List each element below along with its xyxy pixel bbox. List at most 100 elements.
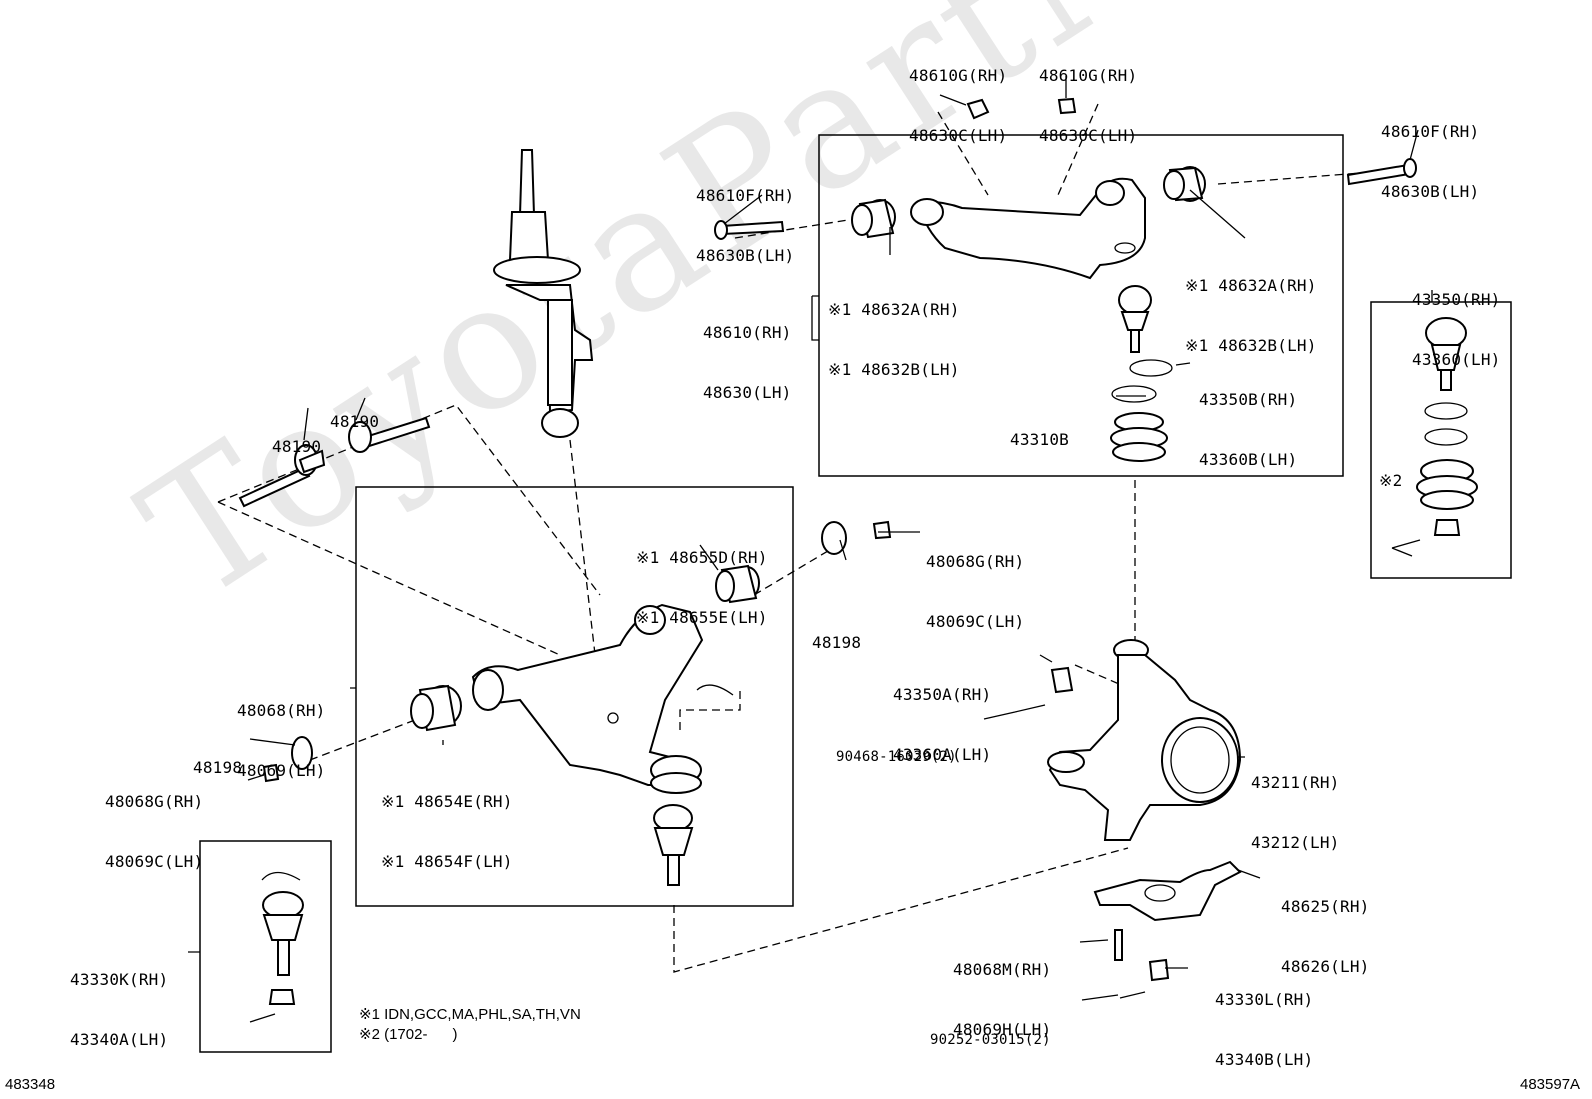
lower-arm-group-box [355,486,794,907]
part-number-lh: 48626(LH) [1281,957,1370,976]
callout-48068g-right: 48068G(RH) 48069C(LH) [926,512,1024,672]
part-number-lh: 48630C(LH) [909,126,1008,145]
callout-48610f-left: 48610F(RH) 48630B(LH) [696,146,794,306]
part-number: 48198 [193,758,243,777]
note-mark: ※2 [1379,471,1403,490]
part-number-lh: 48630C(LH) [1039,126,1138,145]
callout-43350a: 43350A(RH) 43360A(LH) [893,645,991,805]
part-number-rh: ※1 48632A(RH) [1185,276,1317,295]
callout-48632-right: ※1 48632A(RH) ※1 48632B(LH) [1185,236,1317,396]
part-number-rh: 43350B(RH) [1199,390,1298,409]
callout-48625: 48625(RH) 48626(LH) [1281,857,1370,1017]
diagram-code-right: 483597A [1520,1076,1581,1093]
upper-ball-joint-box [1370,301,1512,579]
part-number-rh: 48068(RH) [237,701,326,720]
callout-48610f-top-right: 48610F(RH) 48630B(LH) [1381,82,1479,242]
callout-48198-right: 48198 [812,593,861,693]
callout-note2-mark: ※2 [1379,431,1418,531]
part-number-rh: 48610F(RH) [1381,122,1480,141]
lower-arm-washers-nuts [262,520,892,794]
upper-arm-group-box [818,134,1344,477]
upper-arm-bushing-left [851,198,896,239]
callout-48610g-b: 48610G(RH) 48630C(LH) [1039,26,1137,186]
callout-90252: 90252-03015(2) [930,990,1051,1090]
footnote-2: ※2 (1702- ) [359,1026,458,1043]
lower-arm-bushing-front [410,684,462,732]
part-number: 90252-03015(2) [930,1032,1051,1048]
part-number-lh: ※1 48654F(LH) [381,852,513,871]
part-number: 48190 [330,412,380,431]
part-number-rh: 43211(RH) [1251,773,1340,792]
part-number: 48198 [812,633,862,652]
callout-43330l: 43330L(RH) 43340B(LH) [1215,950,1313,1099]
part-number-lh: 48630(LH) [703,383,792,402]
callout-48610g-a: 48610G(RH) 48630C(LH) [909,26,1007,186]
part-number-rh: ※1 48655D(RH) [636,548,768,567]
diagram-code-left: 483348 [5,1076,56,1093]
callout-43211: 43211(RH) 43212(LH) [1251,733,1340,893]
camber-bolt-1 [238,444,326,508]
callout-90468: 90468-16029(2) [836,707,957,807]
callout-48068g-left: 48068G(RH) 48069C(LH) [105,752,203,912]
part-number-lh: 48069H(LH) [953,1020,1052,1039]
upper-arm-bolts [714,97,1417,240]
callout-48655: ※1 48655D(RH) ※1 48655E(LH) [636,508,768,668]
part-number-lh: 48069(LH) [237,761,326,780]
part-number-lh: 48630B(LH) [1381,182,1480,201]
boxed-lower-ball-joint [249,871,304,1023]
part-number-rh: 48068G(RH) [926,552,1025,571]
callout-48068: 48068(RH) 48069(LH) [237,661,326,821]
part-number-rh: 48610F(RH) [696,186,795,205]
part-number-lh: ※1 48632B(LH) [828,360,960,379]
boxed-ball-joint-stack [1391,317,1478,557]
callout-43350b: 43350B(RH) 43360B(LH) [1199,350,1297,510]
part-number-rh: 48068G(RH) [105,792,204,811]
part-number-rh: 43350(RH) [1412,290,1501,309]
part-number-rh: ※1 48654E(RH) [381,792,513,811]
callout-48610: 48610(RH) 48630(LH) [703,283,792,443]
part-number: 48190 [272,437,322,456]
part-number-lh: 48630B(LH) [696,246,795,265]
callout-48632-left: ※1 48632A(RH) ※1 48632B(LH) [828,260,960,420]
callout-48190-b: 48190 [272,397,321,497]
part-number-lh: 48069C(LH) [105,852,204,871]
part-number-lh: 43360(LH) [1412,350,1501,369]
part-number-lh: 43340A(LH) [70,1030,169,1049]
lower-control-arm [471,603,704,786]
part-number-lh: 43360A(LH) [893,745,992,764]
callout-48068m: 48068M(RH) 48069H(LH) [953,920,1051,1080]
camber-bolt-2 [348,416,431,453]
callout-43330k: 43330K(RH) 43340A(LH) [70,930,168,1090]
part-number-lh: 48069C(LH) [926,612,1025,631]
lower-arm-bushing-rear [715,564,760,604]
part-number-rh: 43330L(RH) [1215,990,1314,1009]
lower-ball-joint [653,804,694,886]
part-number-lh: 43212(LH) [1251,833,1340,852]
part-number-lh: ※1 48632B(LH) [1185,336,1317,355]
callout-48198-left: 48198 [193,718,242,818]
callout-43350-box: 43350(RH) 43360(LH) [1412,250,1501,410]
part-number-rh: ※1 48632A(RH) [828,300,960,319]
part-number-rh: 48068M(RH) [953,960,1052,979]
part-number-lh: 43340B(LH) [1215,1050,1314,1069]
upper-ball-joint-stack [1110,285,1173,462]
part-number: 43310B [1010,430,1069,449]
part-number-rh: 48610G(RH) [909,66,1008,85]
callout-48654: ※1 48654E(RH) ※1 48654F(LH) [381,752,513,912]
shock-absorber [493,149,594,438]
part-number-rh: 48610(RH) [703,323,792,342]
part-number-rh: 43350A(RH) [893,685,992,704]
part-number-rh: 43330K(RH) [70,970,169,989]
part-number-lh: ※1 48655E(LH) [636,608,768,627]
part-number-rh: 48625(RH) [1281,897,1370,916]
part-number-lh: 43360B(LH) [1199,450,1298,469]
callout-48190-a: 48190 [330,372,379,472]
steering-knuckle [1014,639,1242,841]
lower-ball-joint-box [199,840,332,1053]
knuckle-arm [1093,860,1242,999]
callout-43310b: 43310B [1010,390,1069,490]
upper-control-arm [910,177,1146,280]
part-number-rh: 48610G(RH) [1039,66,1138,85]
